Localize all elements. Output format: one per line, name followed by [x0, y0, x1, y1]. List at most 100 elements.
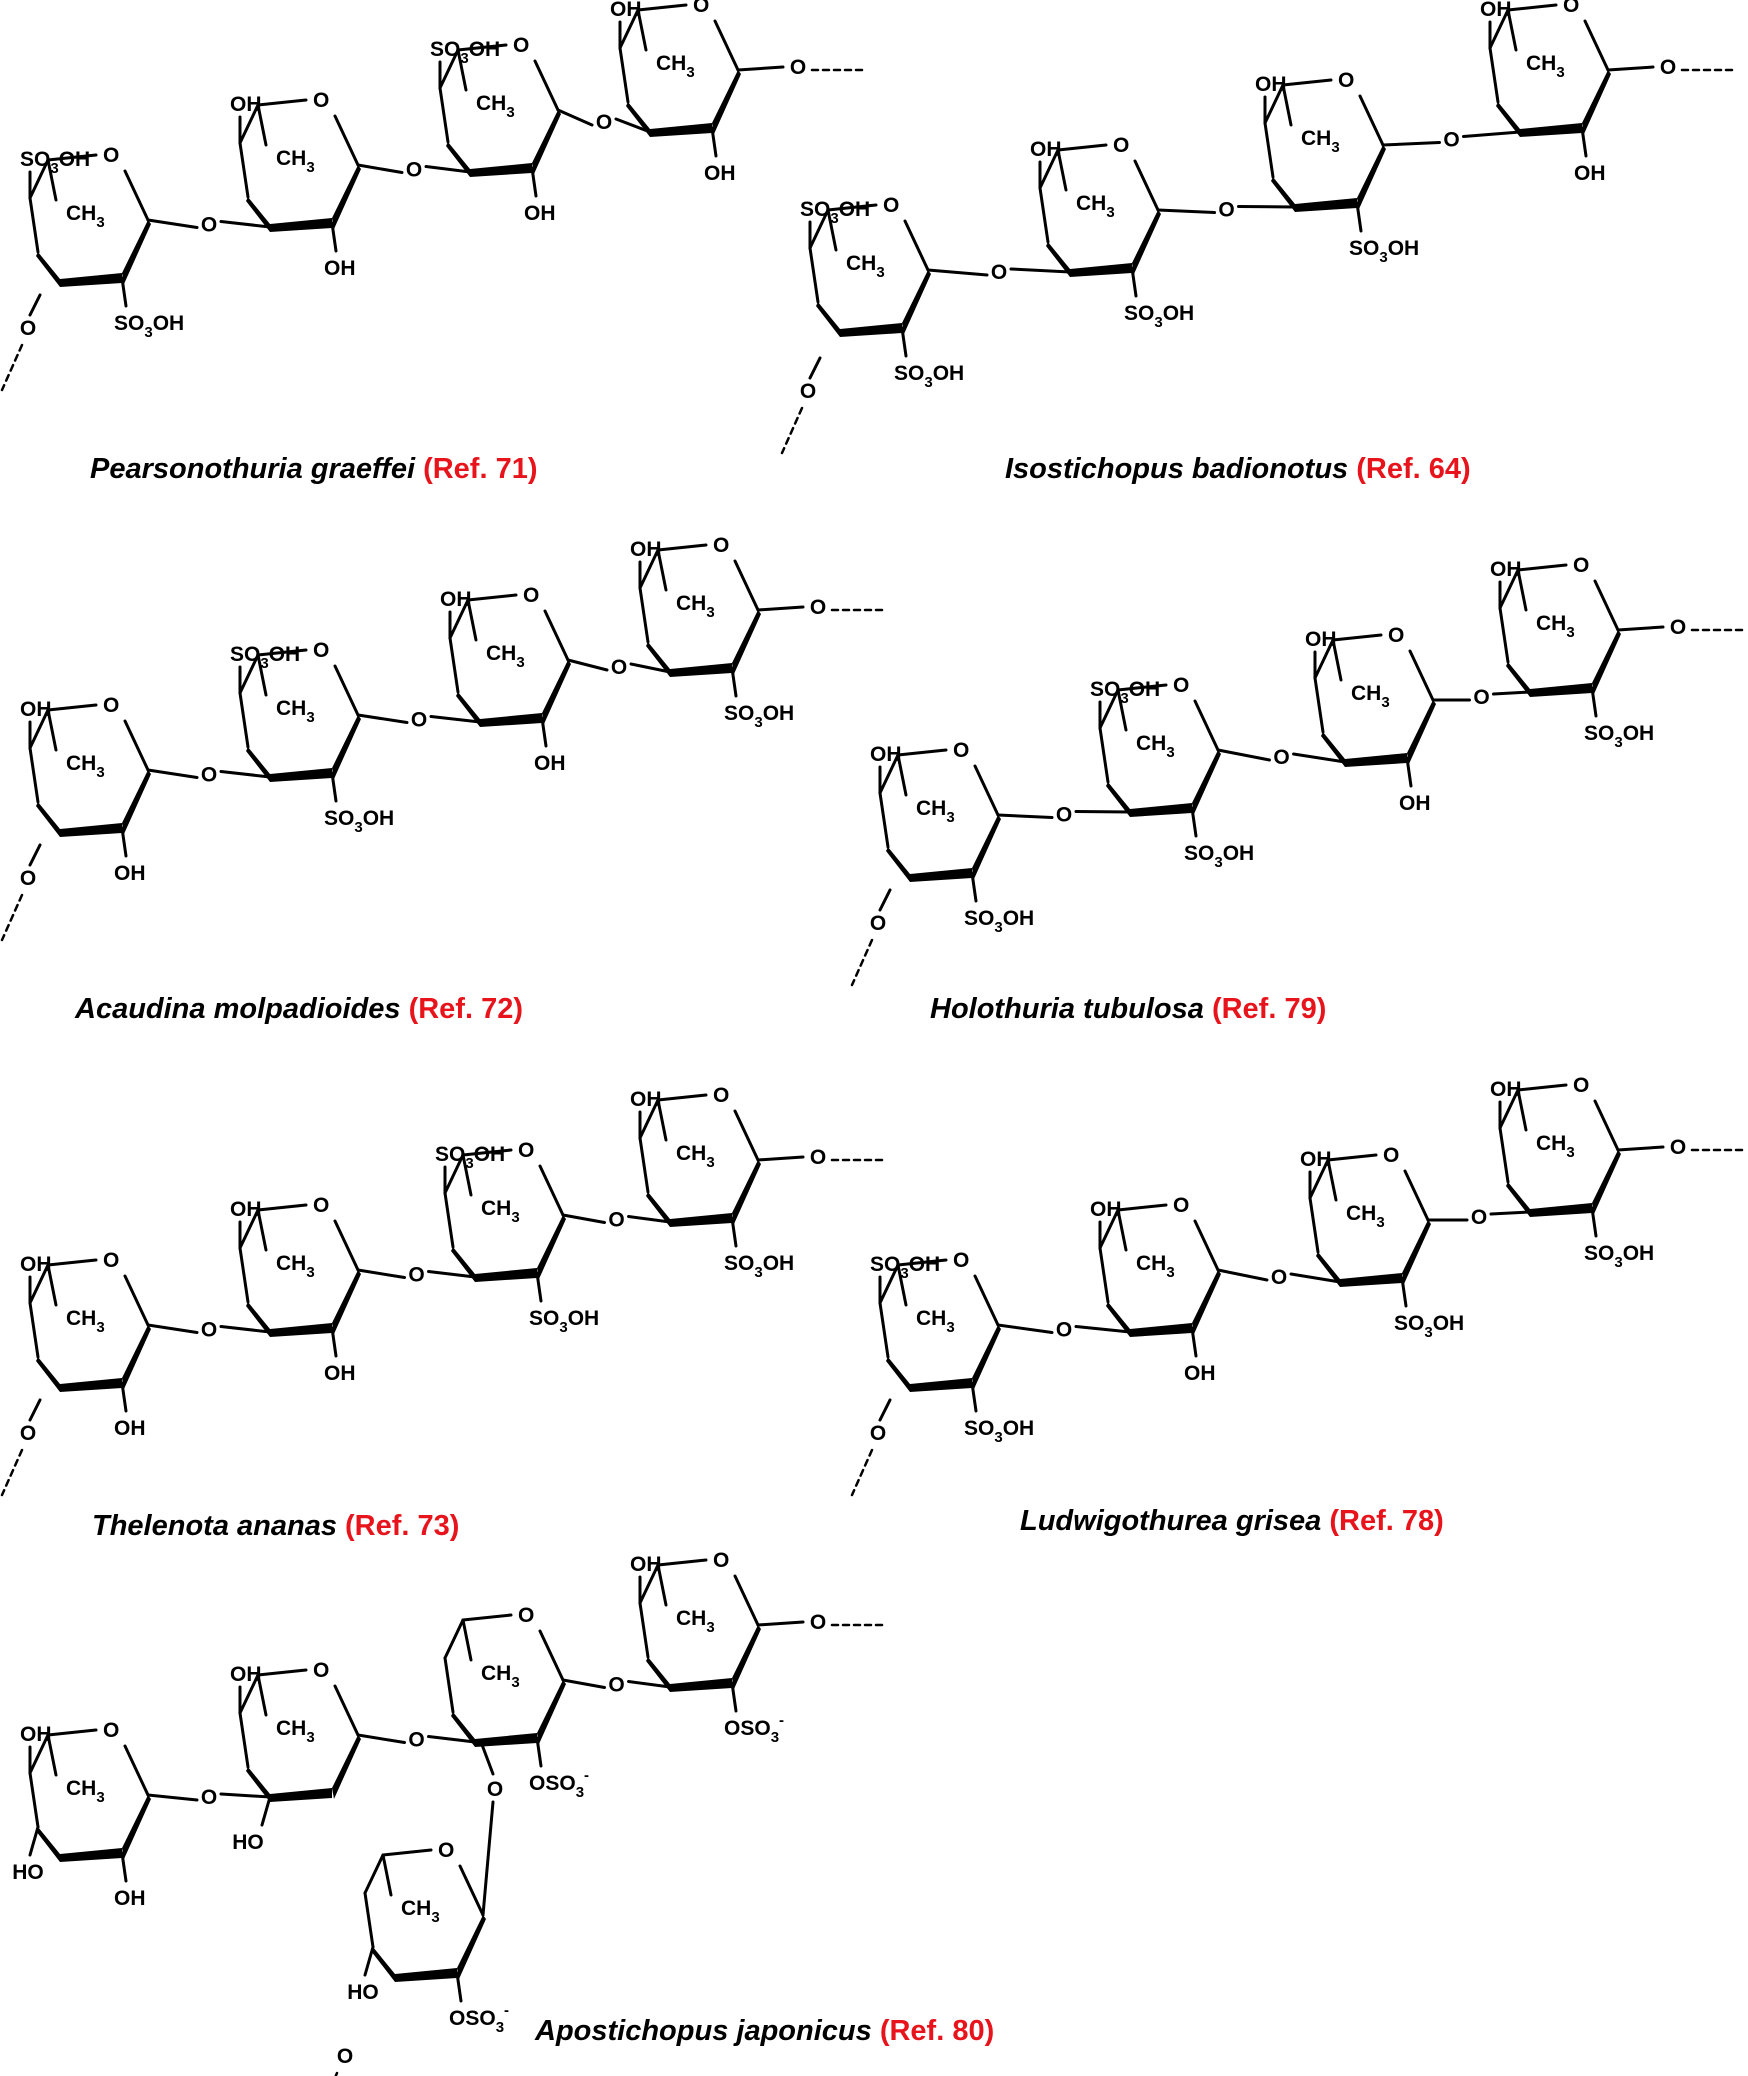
- bond: [461, 1613, 513, 1622]
- chain-continuation: [0, 893, 24, 942]
- species-caption: Apostichopus japonicus (Ref. 80): [534, 2015, 994, 2047]
- bond: [1580, 126, 1588, 158]
- bond: [333, 1219, 360, 1272]
- bond: [46, 1733, 58, 1777]
- bond: [1590, 686, 1598, 718]
- bond: [1281, 78, 1333, 87]
- bond: [540, 716, 548, 748]
- methyl-label: CH3: [1536, 1132, 1575, 1161]
- bond: [456, 48, 468, 92]
- ring-oxygen-label: O: [883, 194, 899, 217]
- glycosidic-bond: [1216, 748, 1271, 762]
- branch-oxygen-label: O: [487, 1778, 503, 1801]
- methyl-label: CH3: [66, 752, 105, 781]
- bond: [656, 548, 668, 592]
- substituent-label: SO3OH: [20, 148, 90, 177]
- species-name: Ludwigothurea grisea: [1020, 1505, 1329, 1537]
- substituent-label: HO: [232, 1831, 264, 1854]
- bond: [878, 791, 890, 849]
- substituent-label: OH: [524, 202, 556, 225]
- bond: [256, 1208, 268, 1252]
- methyl-label: CH3: [276, 147, 315, 176]
- tail-bond: [28, 293, 42, 317]
- glycosidic-bond: [356, 1733, 406, 1744]
- terminal-oxygen-label: O: [810, 1146, 826, 1169]
- link-oxygen-label: O: [1218, 199, 1234, 222]
- terminal-bond: [1606, 65, 1655, 72]
- wedge-bond: [732, 610, 761, 674]
- bond: [333, 664, 360, 717]
- wedge-bond: [1271, 177, 1295, 212]
- wedge-bond: [446, 142, 470, 177]
- bond: [256, 1203, 308, 1212]
- bond: [1593, 1099, 1620, 1152]
- bond: [896, 1258, 948, 1267]
- ring-oxygen-label: O: [313, 639, 329, 662]
- bond: [256, 103, 268, 147]
- ring-oxygen-label: O: [953, 739, 969, 762]
- species-caption: Isostichopus badionotus (Ref. 64): [1005, 453, 1471, 485]
- link-oxygen-label: O: [1273, 746, 1289, 769]
- substituent-label: SO3OH: [964, 1417, 1034, 1446]
- ring-oxygen-label: O: [103, 694, 119, 717]
- bond: [543, 609, 570, 662]
- ring-oxygen-label: O: [713, 534, 729, 557]
- wedge-bond: [60, 1378, 122, 1392]
- substituent-label: SO3OH: [1184, 842, 1254, 871]
- bond: [238, 1711, 250, 1769]
- bond: [238, 1673, 260, 1715]
- bond: [120, 1381, 128, 1413]
- terminal-bond: [1616, 625, 1665, 632]
- bond: [363, 1891, 375, 1949]
- tail-bond: [28, 1398, 42, 1422]
- methyl-label: CH3: [1536, 612, 1575, 641]
- substituent-label: SO3OH: [800, 198, 870, 227]
- structure-panel-5: OCH3OHOHOCH3OHOHOCH3SO3OHSO3OHOCH3OHSO3O…: [0, 1084, 885, 1542]
- substituent-label: SO3OH: [870, 1253, 940, 1282]
- bond: [381, 1848, 433, 1857]
- bond: [330, 1326, 338, 1358]
- link-oxygen-label: O: [406, 159, 422, 182]
- bond: [443, 1656, 455, 1714]
- bond: [238, 103, 260, 145]
- glycosidic-bond: [1492, 690, 1532, 696]
- substituent-label: SO3OH: [114, 312, 184, 341]
- bond: [448, 636, 460, 694]
- methyl-label: CH3: [276, 697, 315, 726]
- wedge-bond: [732, 1625, 761, 1689]
- substituent-label: SO3OH: [1584, 722, 1654, 751]
- species-name: Pearsonothuria graeffei: [90, 453, 423, 485]
- wedge-bond: [332, 715, 361, 779]
- bond: [1133, 159, 1160, 212]
- wedge-bond: [1130, 803, 1192, 817]
- bond: [1583, 19, 1610, 72]
- bond: [1263, 121, 1275, 179]
- wedge-bond: [60, 1848, 122, 1862]
- bond: [1400, 1276, 1408, 1308]
- bond: [28, 1771, 40, 1829]
- bond: [123, 169, 150, 222]
- bond: [1506, 3, 1558, 12]
- wedge-bond: [972, 815, 1001, 879]
- terminal-oxygen-label: O: [810, 596, 826, 619]
- wedge-bond: [1530, 683, 1592, 697]
- bond: [1331, 633, 1383, 642]
- wedge-bond: [1046, 242, 1070, 277]
- wedge-bond: [451, 1247, 475, 1282]
- substituent-label: OH: [114, 1887, 146, 1910]
- bond: [970, 1381, 978, 1413]
- methyl-label: CH3: [1351, 682, 1390, 711]
- wedge-bond: [475, 1733, 537, 1747]
- bond: [903, 219, 930, 272]
- bond: [443, 1191, 455, 1249]
- bond: [638, 548, 660, 590]
